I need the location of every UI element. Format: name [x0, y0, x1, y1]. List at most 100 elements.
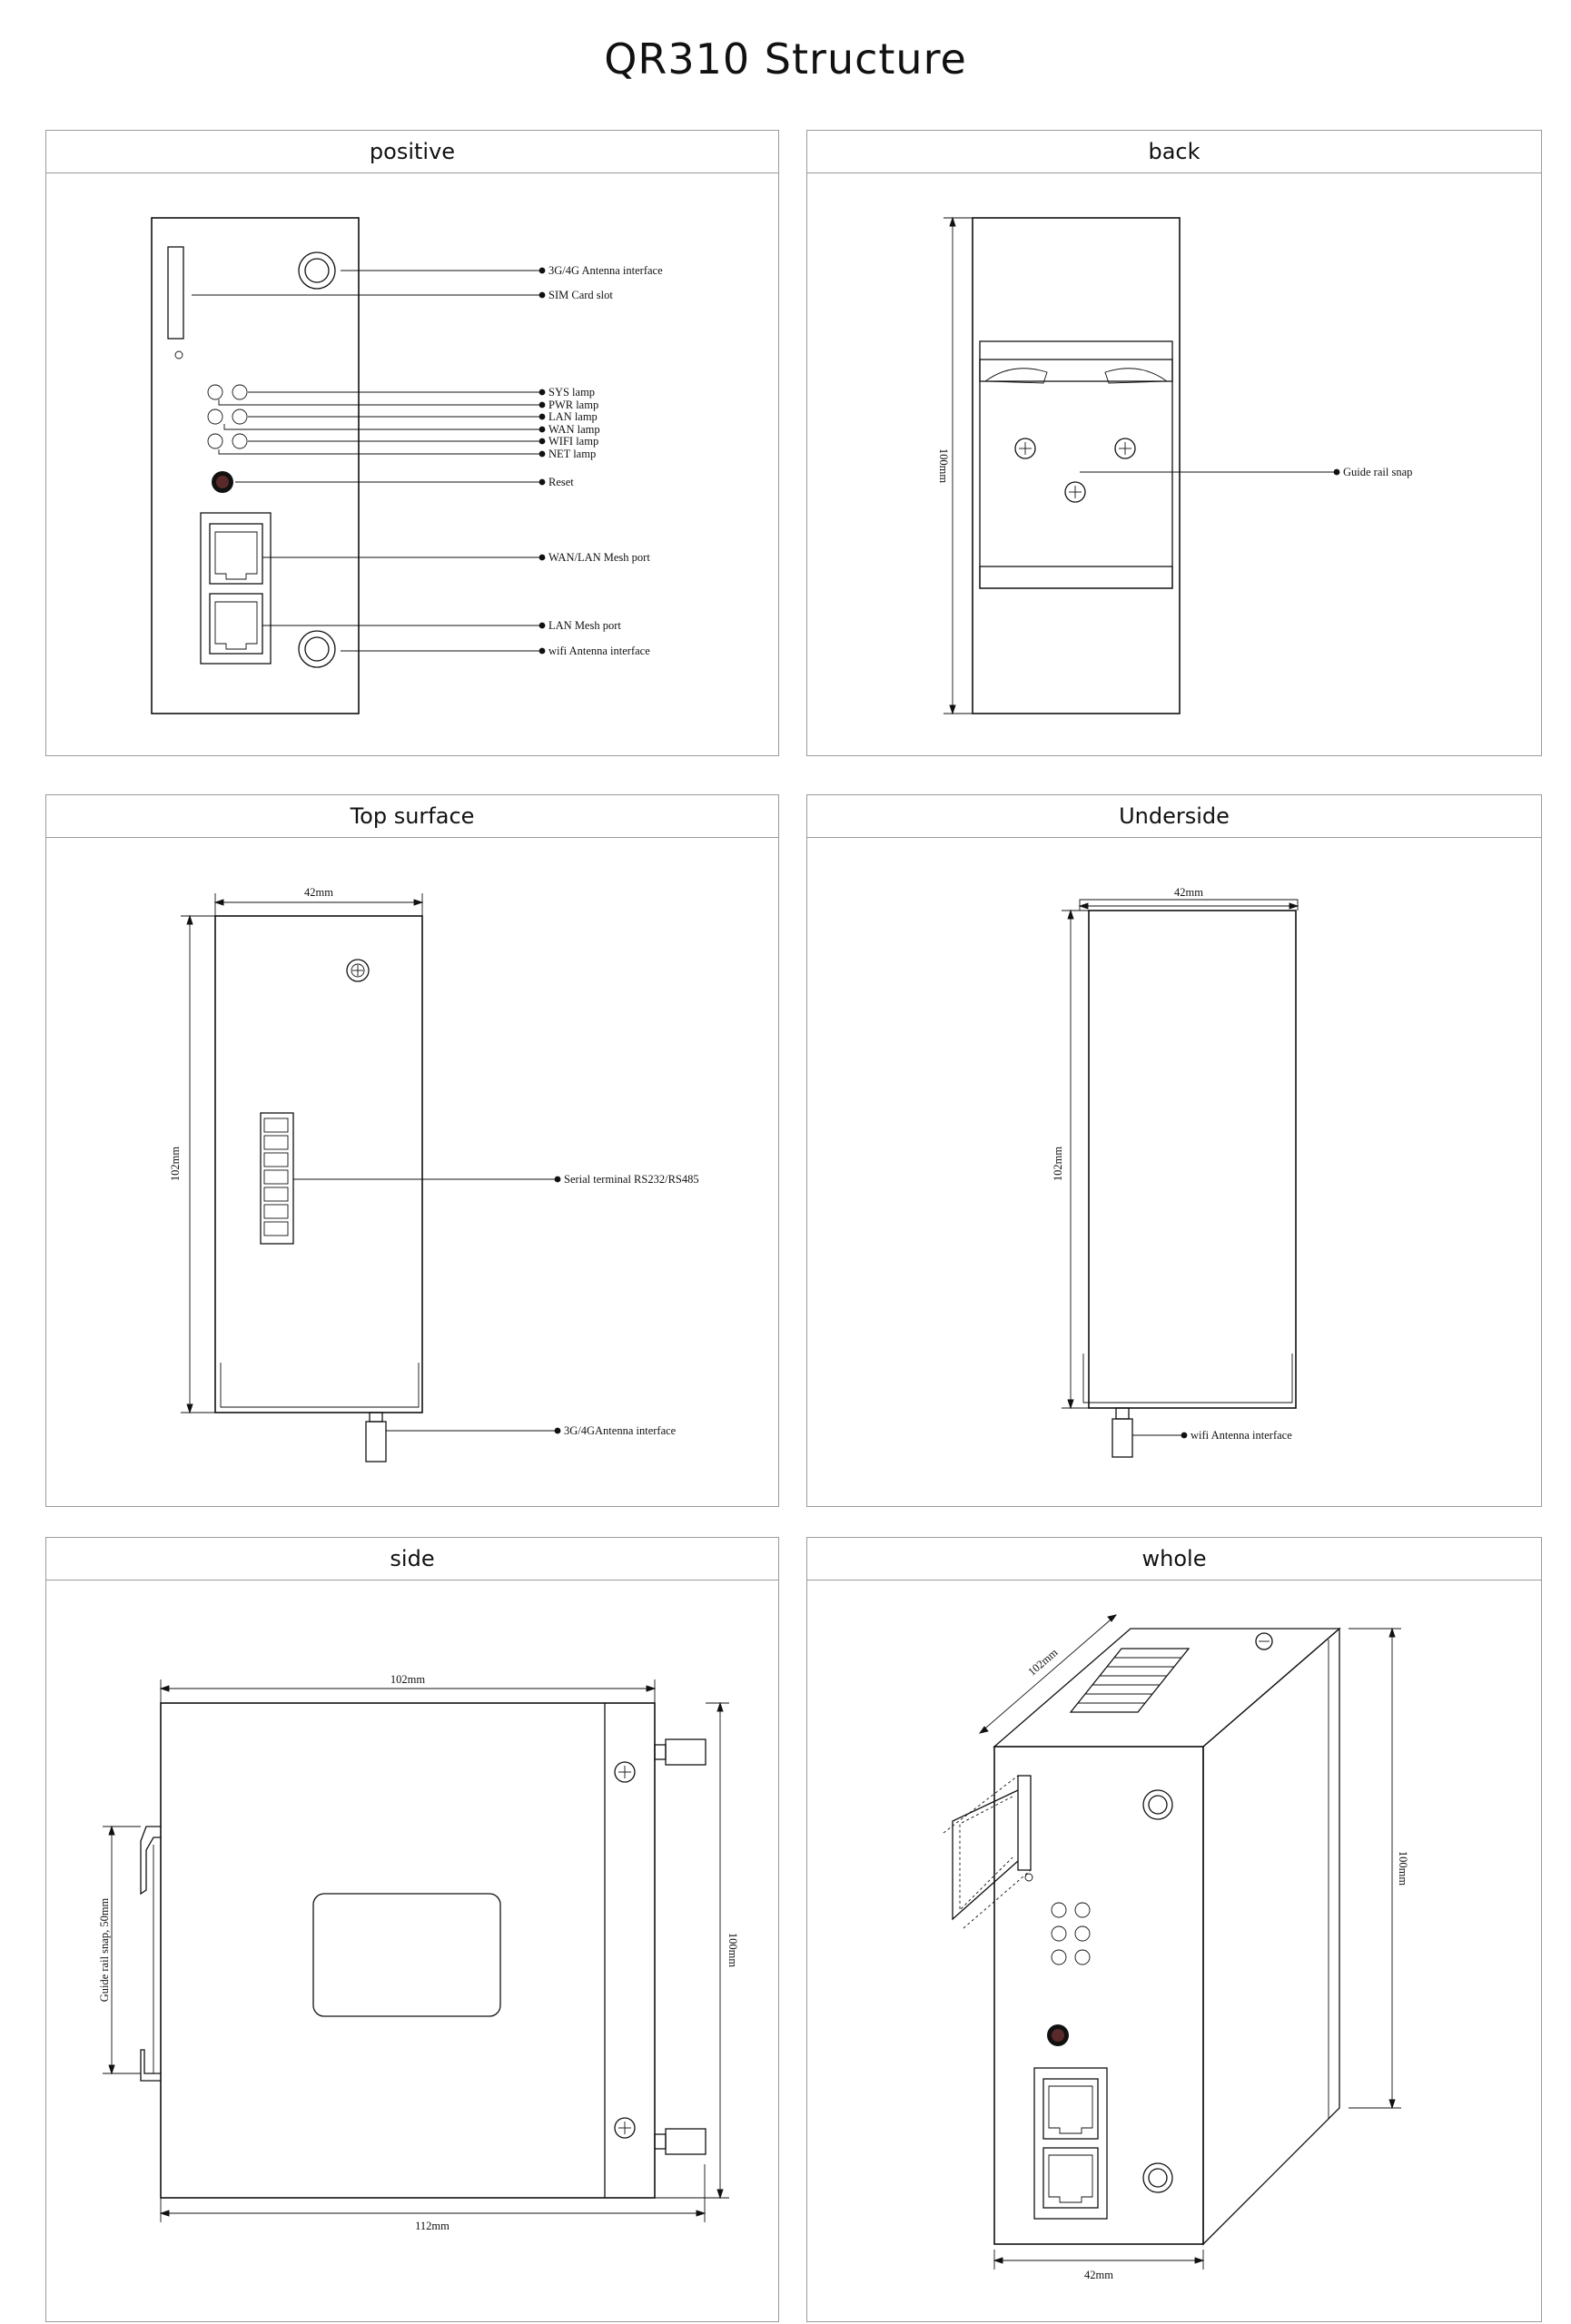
side-dim-left: Guide rail snap, 50mm: [98, 1897, 111, 2002]
callout-wifi-antenna: wifi Antenna interface: [548, 645, 650, 657]
under-drawing: 42mm 102mm wifi Antenna interface: [1052, 886, 1299, 1458]
callout-wifi-lamp: WIFI lamp: [548, 435, 598, 448]
whole-front-face: [993, 1746, 1204, 2245]
panel-underside: Underside 42mm 102mm wifi Antenna interf…: [806, 794, 1542, 1507]
top-drawing: 42mm 102mm Serial terminal RS232/RS485 3…: [169, 886, 699, 1462]
positive-callout-dots: [538, 267, 546, 655]
guide-rail-snap: [979, 340, 1173, 589]
whole-terminal-block: [1069, 1648, 1191, 1713]
whole-dim-width: 42mm: [1084, 2269, 1113, 2281]
top-callout-dot: [554, 1176, 561, 1183]
whole-dimension-lines: [978, 1614, 1401, 2270]
antenna-stub-bottom: [654, 2128, 706, 2155]
side-dim-bottom: 112mm: [415, 2220, 450, 2232]
whole-top-face: [993, 1628, 1341, 1748]
screw-icon: [1255, 1632, 1273, 1650]
callout-serial-terminal: Serial terminal RS232/RS485: [564, 1173, 699, 1186]
positive-device-body: [151, 217, 360, 714]
guide-rail-snap-side: [140, 1826, 161, 2082]
whole-reset-button: [1047, 2024, 1069, 2046]
screw-icon: [346, 959, 370, 982]
screw-icon: [614, 2117, 636, 2139]
positive-leader-lines: [192, 270, 539, 652]
panel-whole-header: whole: [807, 1538, 1541, 1581]
serial-terminal-block: [260, 1112, 294, 1245]
side-drawing: 102mm 112mm 100mm Guide rail snap, 50mm: [98, 1673, 739, 2232]
top-dimension-lines: [181, 893, 424, 1414]
under-top-lip: [1079, 899, 1299, 911]
ethernet-port-1: [209, 523, 263, 585]
side-dim-right: 100mm: [726, 1933, 739, 1967]
whole-side-face: [1202, 1627, 1340, 2246]
under-dim-height: 102mm: [1052, 1147, 1064, 1181]
sim-slot: [167, 246, 184, 340]
antenna-wifi-connector: [298, 630, 336, 668]
panel-back-header: back: [807, 131, 1541, 173]
under-dimension-lines: [1062, 902, 1299, 1410]
panel-side-header: side: [46, 1538, 778, 1581]
screw-icon: [1114, 438, 1136, 459]
callout-wan-lan-port: WAN/LAN Mesh port: [548, 551, 650, 564]
whole-ethernet-port-2: [1042, 2147, 1099, 2209]
callout-pwr-lamp: PWR lamp: [548, 399, 598, 411]
back-callout-dot: [1333, 468, 1340, 476]
callout-3g4g-antenna: 3G/4G Antenna interface: [548, 264, 663, 277]
back-dim-height: 100mm: [937, 448, 950, 483]
callout-wan-lamp: WAN lamp: [548, 423, 600, 436]
sim-eject-hole: [174, 350, 183, 359]
top-dim-height: 102mm: [169, 1147, 182, 1181]
side-dim-top: 102mm: [390, 1673, 425, 1686]
antenna-wifi-stub: [1112, 1407, 1133, 1458]
led-lamps: [207, 384, 248, 449]
whole-antenna-top: [1142, 1789, 1173, 1820]
side-dimension-lines: [103, 1679, 729, 2222]
callout-guide-rail-snap: Guide rail snap: [1343, 466, 1412, 478]
callout-lan-port: LAN Mesh port: [548, 619, 621, 632]
panel-top-header: Top surface: [46, 795, 778, 838]
panel-back: back 100mm Guide rail s: [806, 130, 1542, 756]
page-title: QR310 Structure: [604, 34, 967, 84]
callout-reset: Reset: [548, 476, 574, 488]
side-label-plate: [312, 1893, 501, 2017]
whole-sim-card: [943, 1775, 1033, 1929]
panel-under-header: Underside: [807, 795, 1541, 838]
top-bottom-rim: [220, 1363, 420, 1408]
antenna-3g4g-connector: [298, 251, 336, 290]
screw-icon: [1014, 438, 1036, 459]
top-dim-width: 42mm: [304, 886, 333, 899]
whole-antenna-bottom: [1142, 2162, 1173, 2193]
screw-icon: [614, 1761, 636, 1783]
whole-led-lamps: [1051, 1902, 1091, 1965]
top-device-body: [214, 915, 423, 1413]
whole-dim-depth: 102mm: [1025, 1646, 1060, 1679]
callout-sys-lamp: SYS lamp: [548, 386, 595, 399]
panel-whole: whole: [806, 1537, 1542, 2322]
panel-positive: positive: [45, 130, 779, 756]
panel-top-surface: Top surface 42mm 102mm: [45, 794, 779, 1507]
callout-wifi-antenna-under: wifi Antenna interface: [1191, 1429, 1292, 1442]
top-callout-dot: [554, 1427, 561, 1434]
whole-drawing: 102mm 100mm 42mm: [943, 1614, 1409, 2281]
antenna-3g4g-stub: [365, 1412, 387, 1462]
whole-dim-height: 100mm: [1397, 1851, 1409, 1886]
under-bottom-rim: [1082, 1354, 1293, 1403]
callout-lan-lamp: LAN lamp: [548, 410, 598, 423]
side-device-body: [160, 1702, 656, 2199]
under-callout-dot: [1181, 1432, 1188, 1439]
antenna-stub-top: [654, 1738, 706, 1766]
panel-side: side: [45, 1537, 779, 2322]
callout-3g4g-antenna-top: 3G/4GAntenna interface: [564, 1424, 677, 1437]
back-drawing: 100mm Guide rail snap: [937, 216, 1412, 715]
whole-port-frame: [1033, 2067, 1108, 2220]
positive-drawing: 3G/4G Antenna interface SIM Card slot SY…: [151, 217, 663, 714]
reset-button: [212, 471, 233, 493]
screw-icon: [1064, 481, 1086, 503]
under-dim-width: 42mm: [1174, 886, 1203, 899]
back-dimension-line: [944, 216, 973, 715]
callout-sim-slot: SIM Card slot: [548, 289, 613, 301]
callout-net-lamp: NET lamp: [548, 448, 596, 460]
back-device-body: [972, 217, 1181, 714]
whole-ethernet-port-1: [1042, 2078, 1099, 2140]
ethernet-port-frame: [200, 512, 272, 665]
panel-positive-header: positive: [46, 131, 778, 173]
